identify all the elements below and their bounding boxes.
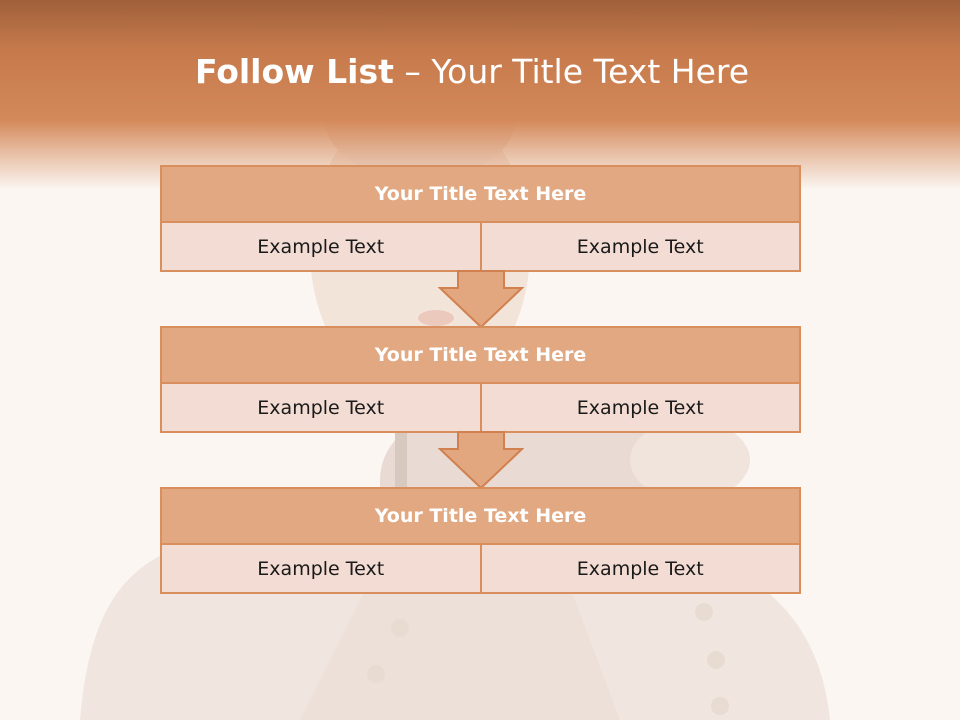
list-block-3: Your Title Text Here Example Text Exampl… [160,487,801,594]
slide-title: Follow List – Your Title Text Here [0,52,944,91]
down-arrow-icon [438,431,524,489]
slide-title-rest: – Your Title Text Here [393,52,750,91]
block-title: Your Title Text Here [162,167,799,223]
down-arrow-icon [438,270,524,328]
block-row: Example Text Example Text [162,384,799,431]
list-block-2: Your Title Text Here Example Text Exampl… [160,326,801,433]
list-block-1: Your Title Text Here Example Text Exampl… [160,165,801,272]
block-cell-right: Example Text [479,223,799,270]
block-row: Example Text Example Text [162,545,799,592]
block-cell-left: Example Text [162,223,480,270]
block-row: Example Text Example Text [162,223,799,270]
block-cell-right: Example Text [479,545,799,592]
block-title: Your Title Text Here [162,489,799,545]
block-cell-left: Example Text [162,545,480,592]
slide-title-bold: Follow List [194,52,394,91]
block-title: Your Title Text Here [162,328,799,384]
block-cell-left: Example Text [162,384,480,431]
block-cell-right: Example Text [479,384,799,431]
